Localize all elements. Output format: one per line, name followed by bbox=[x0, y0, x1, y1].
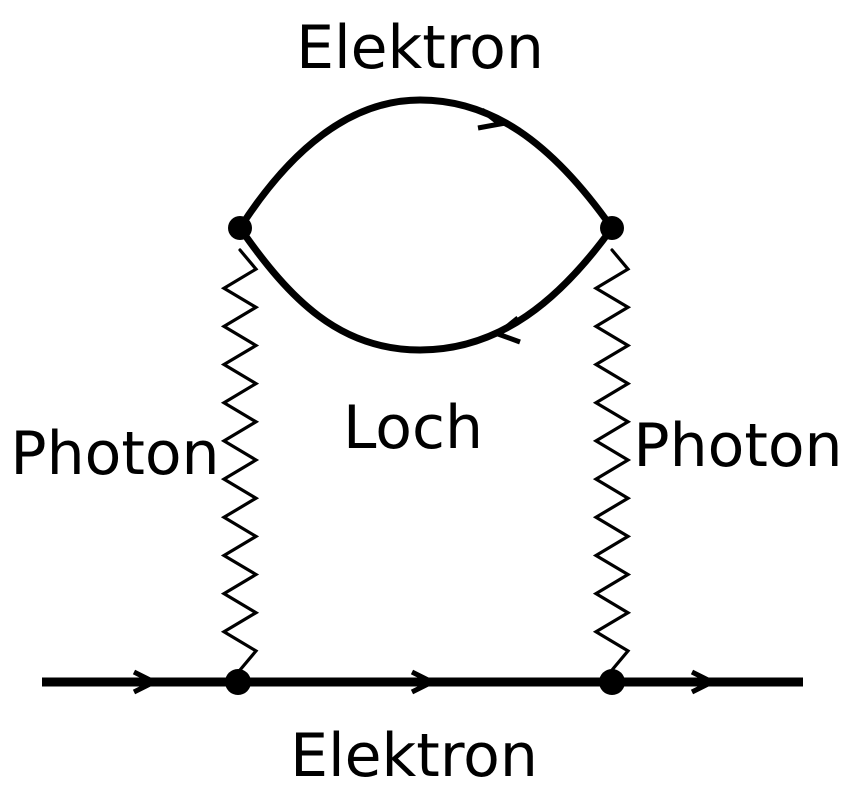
vertex-bottom-right bbox=[599, 669, 625, 695]
vertex-top-left bbox=[228, 216, 252, 240]
vertex-bottom-left bbox=[225, 669, 251, 695]
hole-loop-lower-line bbox=[236, 224, 616, 354]
hole-loop-lower-arrow bbox=[492, 316, 521, 345]
bottom-electron-label: Elektron bbox=[290, 721, 538, 786]
hole-label: Loch bbox=[343, 393, 483, 463]
right-photon-line bbox=[592, 248, 632, 672]
electron-loop-upper-line bbox=[236, 96, 616, 232]
bottom-electron-arrow-left bbox=[132, 669, 160, 695]
top-electron-label: Elektron bbox=[296, 13, 544, 83]
right-photon-label: Photon bbox=[633, 411, 842, 481]
bottom-electron-arrow-middle bbox=[410, 669, 438, 695]
bottom-electron-arrow-right bbox=[690, 669, 718, 695]
left-photon-label: Photon bbox=[10, 419, 219, 489]
electron-loop-upper-arrow bbox=[477, 108, 506, 131]
left-photon-line bbox=[220, 248, 260, 672]
vertex-top-right bbox=[600, 216, 624, 240]
